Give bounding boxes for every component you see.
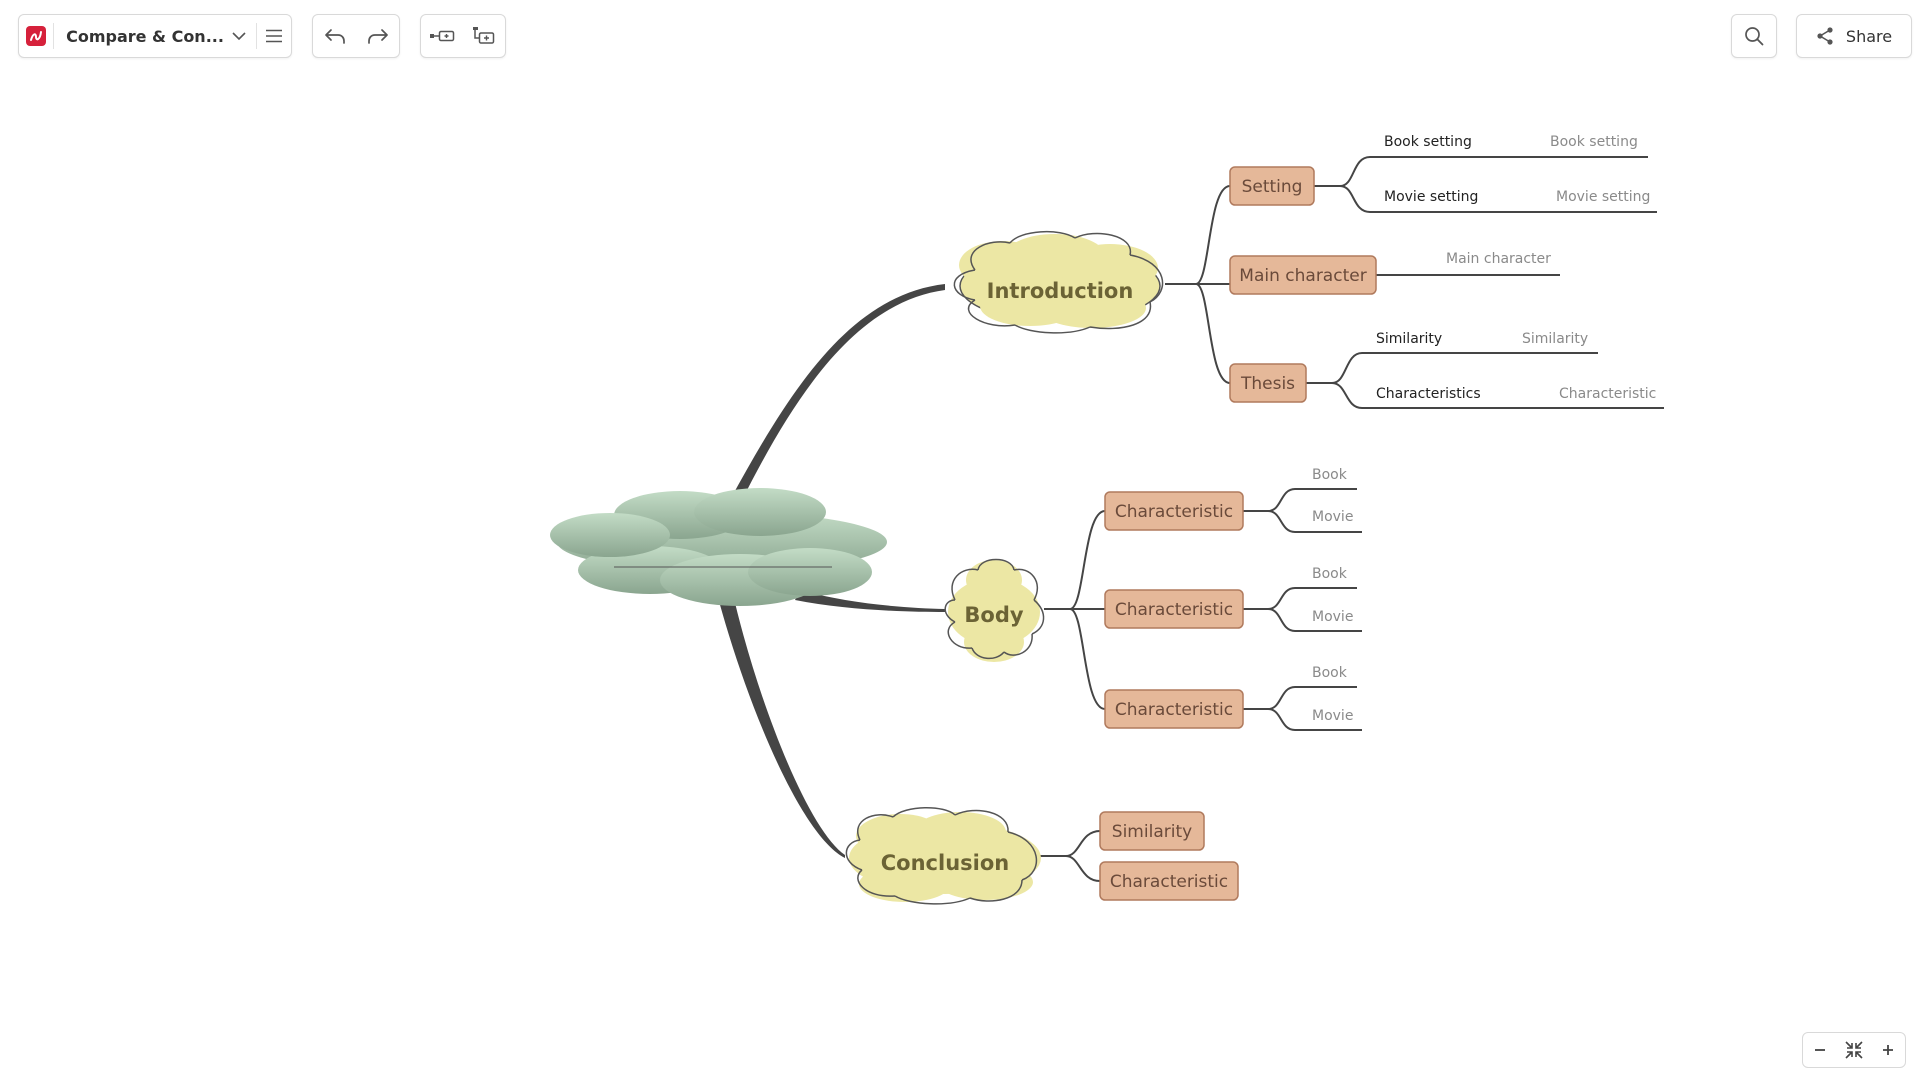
leaf-note[interactable]: Main character <box>1446 251 1551 267</box>
main-topic-conclusion[interactable]: Conclusion <box>845 807 1041 905</box>
subtopic-label: Characteristic <box>1115 700 1233 720</box>
subtopic-body-characteristic-2[interactable]: Characteristic <box>1104 589 1244 629</box>
subtopic-label: Characteristic <box>1115 502 1233 522</box>
subtopic-thesis[interactable]: Thesis <box>1229 363 1307 403</box>
leaf-note[interactable]: Similarity <box>1522 331 1588 347</box>
leaf-label[interactable]: Book setting <box>1384 134 1472 150</box>
chevron-down-icon <box>232 31 246 41</box>
subtopic-body-characteristic-3[interactable]: Characteristic <box>1104 689 1244 729</box>
insert-topic-button[interactable] <box>424 18 460 54</box>
main-topic-introduction[interactable]: Introduction <box>953 230 1164 334</box>
subtopic-setting[interactable]: Setting <box>1229 166 1315 206</box>
hamburger-menu-icon <box>265 29 282 43</box>
subtopic-label: Characteristic <box>1115 600 1233 620</box>
leaf-label[interactable]: Characteristics <box>1376 386 1481 402</box>
leaf-note[interactable]: Movie <box>1312 509 1353 525</box>
subtopic-conclusion-characteristic[interactable]: Characteristic <box>1099 861 1239 901</box>
zoom-in-button[interactable] <box>1872 1035 1904 1065</box>
leaf-topics-introduction: Book setting Book setting Movie setting … <box>1376 134 1656 402</box>
insert-topic-icon <box>430 30 455 42</box>
document-title-dropdown[interactable]: Compare & Con... <box>54 15 256 57</box>
subtopic-label: Similarity <box>1112 822 1192 842</box>
insert-toolbar <box>420 14 506 58</box>
undo-icon <box>324 29 345 44</box>
document-title: Compare & Con... <box>66 26 224 46</box>
leaf-note[interactable]: Characteristic <box>1559 386 1656 402</box>
leaf-note[interactable]: Movie setting <box>1556 189 1650 205</box>
subtopic-main-character[interactable]: Main character <box>1229 255 1377 295</box>
subtopic-label: Main character <box>1239 266 1366 286</box>
fit-to-screen-button[interactable] <box>1838 1035 1870 1065</box>
subtopic-label: Thesis <box>1240 374 1295 394</box>
search-icon <box>1745 27 1764 46</box>
history-toolbar <box>312 14 400 58</box>
leaf-note[interactable]: Book setting <box>1550 134 1638 150</box>
main-topic-label: Introduction <box>987 279 1134 303</box>
fit-to-screen-icon <box>1845 1041 1863 1059</box>
plus-icon <box>1883 1045 1893 1055</box>
subtopic-conclusion-similarity[interactable]: Similarity <box>1099 811 1205 851</box>
main-topic-body[interactable]: Body <box>944 558 1045 663</box>
subtopic-label: Characteristic <box>1110 872 1228 892</box>
search-button[interactable] <box>1731 14 1777 58</box>
main-topic-label: Conclusion <box>881 851 1009 875</box>
leaf-note[interactable]: Book <box>1312 566 1348 582</box>
conclusion-connectors <box>1040 830 1101 882</box>
leaf-label[interactable]: Similarity <box>1376 331 1442 347</box>
redo-icon <box>367 29 388 44</box>
divider <box>53 23 55 49</box>
leaf-note[interactable]: Book <box>1312 665 1348 681</box>
insert-subtopic-button[interactable] <box>466 18 502 54</box>
body-connectors <box>1044 488 1362 731</box>
share-label: Share <box>1845 26 1893 46</box>
main-topic-label: Body <box>964 603 1023 627</box>
menu-button[interactable] <box>257 15 291 57</box>
minus-icon <box>1815 1049 1825 1051</box>
leaf-note[interactable]: Book <box>1312 467 1348 483</box>
leaf-topics-body: Book Movie Book Movie Book Movie <box>1312 467 1353 724</box>
share-icon <box>1817 27 1833 45</box>
leaf-note[interactable]: Movie <box>1312 708 1353 724</box>
main-branch-lines <box>716 284 945 858</box>
undo-button[interactable] <box>317 18 353 54</box>
document-toolbar: Compare & Con... <box>18 14 292 58</box>
divider <box>255 23 257 49</box>
share-button[interactable]: Share <box>1796 14 1912 58</box>
insert-subtopic-icon <box>473 27 495 44</box>
introduction-connectors <box>1165 156 1664 409</box>
zoom-out-button[interactable] <box>1804 1035 1836 1065</box>
central-topic[interactable] <box>550 488 887 606</box>
leaf-note[interactable]: Movie <box>1312 609 1353 625</box>
redo-button[interactable] <box>360 18 396 54</box>
zoom-controls <box>1802 1032 1906 1068</box>
app-logo-icon[interactable] <box>19 15 53 57</box>
subtopic-body-characteristic-1[interactable]: Characteristic <box>1104 491 1244 531</box>
subtopic-label: Setting <box>1242 177 1303 197</box>
leaf-label[interactable]: Movie setting <box>1384 189 1478 205</box>
